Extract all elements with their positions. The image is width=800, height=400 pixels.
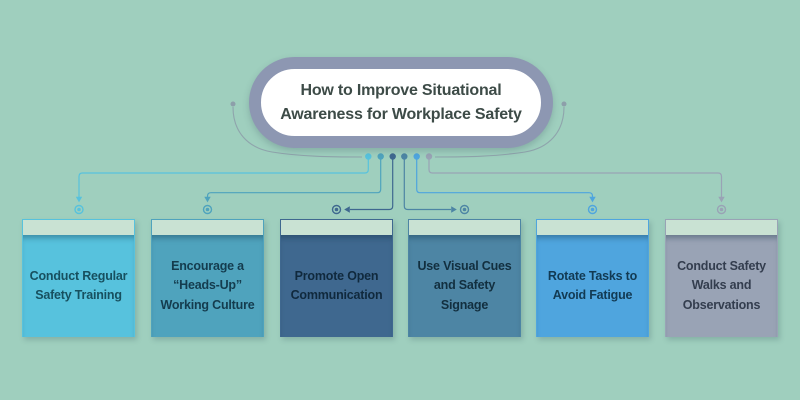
box-label: Conduct Regular Safety Training: [23, 235, 134, 337]
target-ring-2: [202, 204, 213, 215]
pill-port-dot-6: [425, 153, 433, 160]
pill-port-dot-2: [377, 153, 384, 160]
pill-port-dot-5: [413, 153, 420, 160]
connector-line-2: [206, 157, 382, 197]
box-label: Conduct Safety Walks and Observations: [666, 235, 777, 337]
box-label-line: Walks and: [691, 278, 752, 293]
box-header-strip: [23, 220, 134, 235]
title-line-1: How to Improve Situational: [300, 81, 502, 99]
box-label-line: Communication: [290, 288, 383, 302]
arrowhead-5: [589, 196, 596, 203]
target-dot-3: [334, 207, 339, 212]
connector-line-3: [350, 157, 394, 211]
box-label-line: Conduct Safety: [677, 258, 766, 273]
box-encourage-heads-up-culture: Encourage a “Heads-Up” Working Culture: [151, 219, 264, 337]
box-label-line: Conduct Regular: [29, 268, 128, 283]
arrowhead-1: [75, 196, 83, 203]
box-label-line: Promote Open: [294, 268, 379, 283]
box-header-strip: [666, 220, 777, 235]
title-pill: How to Improve Situational Awareness for…: [249, 57, 553, 148]
box-label: Rotate Tasks to Avoid Fatigue: [537, 235, 648, 337]
box-label-line: Avoid Fatigue: [552, 288, 633, 302]
box-label-line: Rotate Tasks to: [547, 268, 638, 283]
box-rotate-tasks-avoid-fatigue: Rotate Tasks to Avoid Fatigue: [536, 219, 649, 337]
target-ring-3: [331, 204, 342, 215]
connector-line-4: [403, 157, 451, 211]
box-label: Promote Open Communication: [281, 235, 392, 337]
box-label-line: Encourage a: [171, 258, 244, 273]
box-label-line: Safety Training: [35, 288, 122, 302]
decorative-swoosh-right: [434, 106, 565, 158]
arrowhead-3: [344, 206, 350, 213]
box-label: Use Visual Cues and Safety Signage: [409, 235, 520, 337]
title-line-2: Awareness for Workplace Safety: [280, 105, 522, 123]
box-label-line: “Heads-Up”: [173, 278, 242, 293]
box-header-strip: [281, 220, 392, 235]
box-promote-open-communication: Promote Open Communication: [280, 219, 393, 337]
box-label-line: Observations: [682, 297, 761, 312]
target-ring-5: [587, 204, 598, 215]
decorative-dot-right: [561, 101, 567, 107]
box-label-line: and Safety: [433, 278, 496, 293]
arrowhead-4: [451, 206, 457, 213]
box-header-strip: [152, 220, 263, 235]
connector-line-1: [78, 157, 369, 197]
target-dot-6: [719, 207, 724, 212]
target-dot-5: [590, 207, 595, 212]
arrowhead-6: [718, 196, 725, 203]
box-safety-walks-observations: Conduct Safety Walks and Observations: [665, 219, 778, 337]
target-dot-2: [205, 207, 210, 212]
decorative-swoosh-left: [232, 106, 363, 158]
connector-line-6: [428, 157, 723, 197]
pill-port-dot-4: [401, 153, 408, 160]
box-conduct-regular-safety-training: Conduct Regular Safety Training: [22, 219, 135, 337]
arrowhead-2: [204, 196, 211, 203]
target-dot-1: [77, 207, 81, 212]
box-label-line: Signage: [440, 297, 489, 312]
pill-port-dot-1: [365, 153, 372, 160]
box-label: Encourage a “Heads-Up” Working Culture: [152, 235, 263, 337]
box-header-strip: [409, 220, 520, 235]
target-dot-4: [462, 207, 467, 212]
box-use-visual-cues-signage: Use Visual Cues and Safety Signage: [408, 219, 521, 337]
pill-port-dot-3: [389, 153, 396, 160]
box-label-line: Use Visual Cues: [417, 258, 512, 273]
decorative-dot-left: [230, 101, 236, 107]
target-ring-6: [716, 204, 727, 215]
connector-line-5: [416, 157, 594, 197]
box-label-line: Working Culture: [160, 297, 255, 312]
box-header-strip: [537, 220, 648, 235]
target-ring-4: [459, 204, 470, 215]
target-ring-1: [74, 204, 84, 215]
